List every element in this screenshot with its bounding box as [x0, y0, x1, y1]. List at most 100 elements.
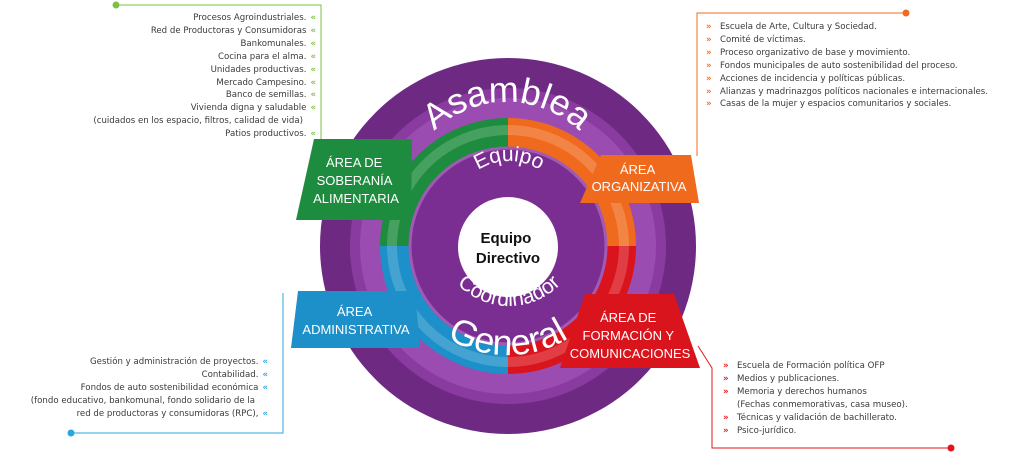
- bullet-icon: »: [706, 34, 712, 45]
- area-administrativa: ÁREA ADMINISTRATIVA: [291, 291, 420, 348]
- area-organizativa-box: [580, 155, 699, 203]
- list-item-text: red de productoras y consumidoras (RPC),: [76, 408, 259, 419]
- bullet-icon: «: [262, 357, 268, 367]
- bullet-icon: »: [723, 373, 729, 384]
- bullet-icon: «: [310, 13, 316, 23]
- bullet-icon: »: [723, 361, 729, 371]
- list-item: »Psico-jurídico.: [723, 425, 908, 438]
- bullet-icon: «: [262, 382, 268, 393]
- connector-dot-organizativa: [902, 9, 910, 17]
- list-item: »Acciones de incidencia y políticas públ…: [706, 73, 988, 86]
- bullet-icon: «: [310, 64, 316, 75]
- list-item: Contabilidad.«: [31, 369, 268, 382]
- bullet-icon: «: [310, 77, 316, 88]
- bullet-icon: »: [723, 425, 729, 436]
- list-item-text: (cuidados en los espacio, filtros, calid…: [93, 116, 303, 127]
- bullet-icon: »: [706, 22, 712, 32]
- inner-ring-edge: [408, 146, 608, 346]
- area-soberania: ÁREA DE SOBERANÍA ALIMENTARIA: [296, 139, 412, 220]
- list-item: Gestión y administración de proyectos.«: [31, 356, 268, 369]
- list-formacion: » Escuela de Formación política OFP » Medio…: [723, 360, 908, 437]
- list-item: Mercado Campesino.«: [93, 77, 316, 90]
- bullet-icon: «: [310, 103, 316, 114]
- bullet-icon: «: [310, 90, 316, 101]
- center-label: Equipo Directivo: [476, 230, 540, 267]
- list-item: Vivienda digna y saludable«: [93, 102, 316, 115]
- connector-lines: [71, 4, 951, 449]
- area-administrativa-box: [291, 291, 420, 348]
- list-item-text: Escuela de Arte, Cultura y Sociedad.: [720, 22, 877, 32]
- bullet-icon: «: [310, 51, 316, 62]
- bullet-icon: »: [706, 60, 712, 71]
- svg-text:ÁREA DE FORMACIÓN Y: ÁREA DE FORMACIÓN Y COMUNICACIONES: [570, 310, 691, 361]
- connector-administrativa: [71, 293, 284, 434]
- list-item: » Escuela de Arte, Cultura y Sociedad.: [706, 21, 988, 34]
- list-item-text: (Fechas conmemorativas, casa museo).: [737, 399, 908, 410]
- list-item-text: Unidades productivas.: [210, 64, 307, 75]
- area-formacion-box: [560, 294, 700, 368]
- list-item: » Alianzas y madrinazgos políticos nacion…: [706, 86, 988, 99]
- center-circle: [458, 197, 558, 297]
- list-item: Patios productivos.«: [93, 128, 316, 141]
- bullet-icon: »: [706, 86, 712, 97]
- list-item: » Comité de víctimas.: [706, 34, 988, 47]
- svg-text:ÁREA DE SOBERANÍA: ÁREA DE SOBERANÍA ALIMENTARIA: [313, 155, 399, 206]
- list-item: Unidades productivas.«: [93, 64, 316, 77]
- list-item: red de productoras y consumidoras (RPC),…: [31, 408, 268, 421]
- list-administrativa: Gestión y administración de proyectos.«C…: [31, 356, 268, 421]
- list-item-text: Acciones de incidencia y políticas públi…: [720, 73, 906, 84]
- list-item: Banco de semillas.«: [93, 89, 316, 102]
- bullet-icon: «: [310, 25, 316, 36]
- area-soberania-box: [296, 139, 412, 220]
- bullet-icon: «: [262, 369, 268, 380]
- list-item: (fondo educativo, bankomunal, fondo soli…: [31, 395, 268, 408]
- list-item-text: Escuela de Formación política OFP: [737, 361, 885, 371]
- list-item-text: Proceso organizativo de base y movimient…: [720, 47, 911, 58]
- list-item: »Casas de la mujer y espacios comunitari…: [706, 98, 988, 111]
- connector-soberania: [116, 4, 322, 140]
- list-item: Bankomunales.«: [93, 38, 316, 51]
- list-item: » Proceso organizativo de base y movimien…: [706, 47, 988, 60]
- connector-dot-soberania: [112, 1, 120, 9]
- list-item-text: Alianzas y madrinazgos políticos naciona…: [720, 86, 989, 97]
- center-label-line-1: Equipo: [481, 230, 532, 247]
- bullet-icon: »: [706, 99, 712, 110]
- list-item: (Fechas conmemorativas, casa museo).: [723, 399, 908, 412]
- connector-dot-formacion: [947, 444, 955, 452]
- center-label-line-2: Directivo: [476, 250, 540, 267]
- list-item-text: Bankomunales.: [240, 38, 307, 49]
- list-item-text: Cocina para el alma.: [217, 51, 307, 62]
- area-organizativa: ÁREA ORGANIZATIVA: [580, 155, 699, 203]
- list-item-text: Patios productivos.: [225, 129, 307, 140]
- segment-highlight: [387, 125, 629, 367]
- list-item: Red de Productoras y Consumidoras«: [93, 25, 316, 38]
- list-item-text: Fondos municipales de auto sostenibilida…: [720, 60, 958, 71]
- connector-formacion: [697, 345, 951, 449]
- bullet-icon: »: [706, 47, 712, 58]
- list-item: » Escuela de Formación política OFP: [723, 360, 908, 373]
- list-item: Fondos de auto sostenibilidad económica«: [31, 382, 268, 395]
- list-item-text: Procesos Agroindustriales.: [193, 13, 307, 23]
- list-item-text: Banco de semillas.: [225, 90, 307, 101]
- list-item-text: Comité de víctimas.: [720, 34, 806, 45]
- list-item-text: Medios y publicaciones.: [737, 373, 840, 384]
- list-soberania: Procesos Agroindustriales.«Red de Produc…: [93, 12, 316, 141]
- list-item: Procesos Agroindustriales.«: [93, 12, 316, 25]
- list-item-text: Técnicas y validación de bachillerato.: [737, 412, 897, 423]
- list-item-text: Vivienda digna y saludable: [190, 103, 307, 114]
- list-item-text: Contabilidad.: [201, 369, 259, 380]
- connector-organizativa: [696, 12, 906, 156]
- list-organizativa: » Escuela de Arte, Cultura y Sociedad. » Co…: [706, 21, 988, 111]
- area-formacion: ÁREA DE FORMACIÓN Y COMUNICACIONES: [560, 294, 700, 368]
- list-item: Cocina para el alma.«: [93, 51, 316, 64]
- list-item-text: (fondo educativo, bankomunal, fondo soli…: [30, 395, 255, 406]
- list-item: » Fondos municipales de auto sostenibilid…: [706, 60, 988, 73]
- list-item-text: Fondos de auto sostenibilidad económica: [80, 382, 259, 393]
- list-item-text: Red de Productoras y Consumidoras: [150, 25, 307, 36]
- bullet-icon: «: [310, 129, 316, 140]
- list-item: » Técnicas y validación de bachillerato.: [723, 412, 908, 425]
- list-item: » Medios y publicaciones.: [723, 373, 908, 386]
- bullet-icon: «: [310, 38, 316, 49]
- bullet-icon: »: [723, 412, 729, 423]
